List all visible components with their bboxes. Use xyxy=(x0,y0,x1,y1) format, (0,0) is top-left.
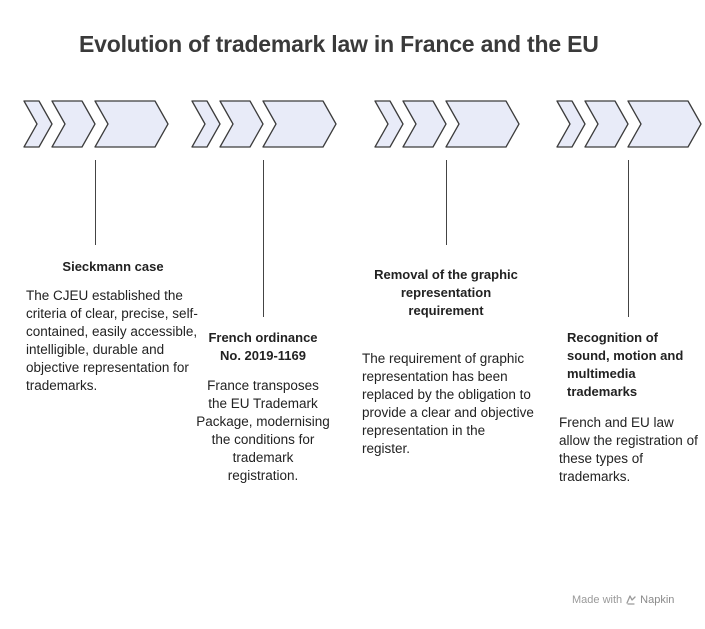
chevron-icon xyxy=(219,100,264,148)
chevron-arrows-4 xyxy=(555,99,703,149)
chevron-icon xyxy=(374,100,404,148)
chevron-icon xyxy=(445,100,520,148)
chevron-icon-group xyxy=(556,100,702,148)
connector-line-3 xyxy=(446,160,447,245)
chevron-arrows-2 xyxy=(190,99,338,149)
milestone-description-3: The requirement of graphic representatio… xyxy=(362,351,534,456)
chevron-icon xyxy=(51,100,96,148)
chevron-icon xyxy=(23,100,53,148)
connector-line-4 xyxy=(628,160,629,317)
chevron-arrows-1 xyxy=(22,99,170,149)
chevron-icon xyxy=(584,100,629,148)
chevron-icon-group xyxy=(191,100,337,148)
chevron-icon xyxy=(402,100,447,148)
chevron-icon xyxy=(191,100,221,148)
milestone-heading-2: French ordinance No. 2019-1169 xyxy=(208,330,318,363)
napkin-logo-icon xyxy=(626,595,636,605)
milestone-description-1: The CJEU established the criteria of cle… xyxy=(26,288,198,393)
chevron-arrows-3 xyxy=(373,99,521,149)
milestone-heading-3: Removal of the graphic representation re… xyxy=(374,267,518,318)
chevron-icon xyxy=(556,100,586,148)
napkin-brand-label: Napkin xyxy=(640,594,675,606)
made-with-label: Made with xyxy=(572,594,623,606)
milestone-heading-1: Sieckmann case xyxy=(62,259,164,274)
connector-line-1 xyxy=(95,160,96,245)
chevron-icon xyxy=(627,100,702,148)
milestone-description-4: French and EU law allow the registration… xyxy=(559,415,698,484)
chevron-icon xyxy=(94,100,169,148)
chevron-icon xyxy=(262,100,337,148)
milestone-heading-4: Recognition of sound, motion and multime… xyxy=(567,330,684,399)
made-with-footer: Made with Napkin xyxy=(572,594,674,606)
page-title: Evolution of trademark law in France and… xyxy=(79,31,599,57)
chevron-icon-group xyxy=(23,100,169,148)
connector-line-2 xyxy=(263,160,264,317)
milestone-description-2: France transposes the EU Trademark Packa… xyxy=(196,378,330,483)
chevron-icon-group xyxy=(374,100,520,148)
